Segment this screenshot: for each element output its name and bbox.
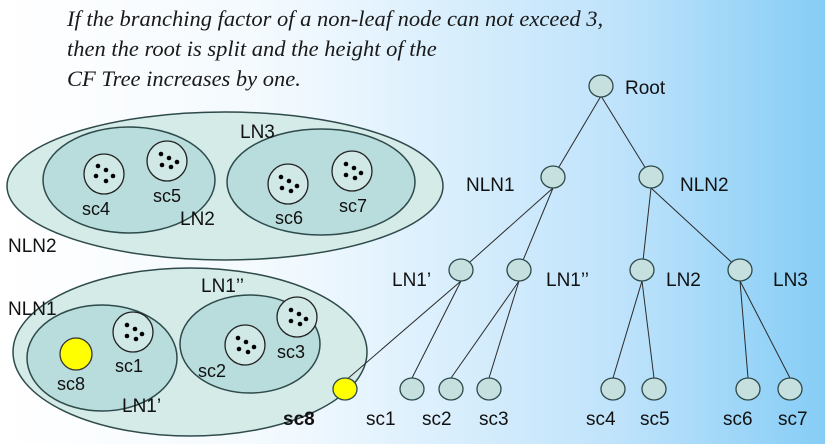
points: [124, 307, 309, 355]
tree-ln2-label: LN2: [666, 270, 701, 291]
ln1pp-label: LN1’’: [201, 276, 244, 297]
sc1-node: [399, 377, 425, 401]
ln3-node: [727, 258, 753, 282]
ln1p-label: LN1’: [122, 396, 161, 417]
tree-nln1-label: NLN1: [466, 175, 515, 196]
caption-line-3: CF Tree increases by one.: [67, 66, 301, 91]
sc6-node: [735, 377, 761, 401]
sc3-label: sc3: [277, 342, 305, 362]
sc8-label: sc8: [57, 374, 85, 394]
root-label: Root: [625, 78, 666, 99]
nln2-label: NLN2: [8, 236, 57, 257]
ln2-label: LN2: [180, 209, 215, 230]
nln2-region: LN3 LN2 sc4 sc5 sc6 sc7: [6, 111, 444, 261]
ln1pp-node: [506, 258, 532, 282]
ln3-label: LN3: [240, 122, 275, 143]
sc4-node: [600, 377, 626, 401]
leaf-sc3-label: sc3: [479, 409, 509, 430]
sc2-circle: [224, 324, 266, 366]
leaf-sc5-label: sc5: [640, 409, 670, 430]
ln2-node: [629, 258, 655, 282]
caption-line-1: If the branching factor of a non-leaf no…: [67, 6, 604, 31]
sc8-highlight-circle: [59, 337, 93, 371]
tree-nln2-label: NLN2: [680, 175, 729, 196]
leaf-sc4-label: sc4: [586, 409, 616, 430]
ln1p-node: [448, 258, 474, 282]
sc5-node: [641, 377, 667, 401]
sc1-circle: [112, 311, 154, 353]
sc1-label: sc1: [115, 356, 143, 376]
sc5-label: sc5: [153, 186, 181, 206]
tree-ln1p-label: LN1’: [392, 270, 431, 291]
tree-ln3-label: LN3: [773, 270, 808, 291]
sc5-circle: [146, 140, 188, 182]
tree-nodes: [332, 74, 803, 401]
sc6-circle: [267, 163, 309, 205]
leaf-sc2-label: sc2: [422, 409, 452, 430]
nln1-region: LN1’’ LN1’ sc1 sc2 sc3 sc8: [12, 267, 368, 437]
root-node: [588, 74, 614, 98]
sc7-circle: [331, 150, 373, 192]
nln1-node: [540, 165, 566, 189]
leaf-sc1-label: sc1: [366, 409, 396, 430]
sc7-label: sc7: [339, 196, 367, 216]
sc2-node: [438, 377, 464, 401]
tree-ln1pp-label: LN1’’: [546, 270, 589, 291]
sc6-label: sc6: [275, 208, 303, 228]
caption-line-2: then the root is split and the height of…: [67, 36, 437, 61]
leaf-sc7-label: sc7: [778, 409, 808, 430]
sc4-circle: [83, 153, 125, 195]
tree-edges: [344, 95, 791, 382]
sc7-node: [777, 377, 803, 401]
leaf-sc8-label: sc8: [283, 409, 315, 430]
caption: If the branching factor of a non-leaf no…: [67, 4, 603, 94]
ln3-ellipse: [226, 128, 416, 236]
nln2-node: [638, 165, 664, 189]
points: [93, 151, 364, 194]
nln1-label: NLN1: [8, 299, 57, 320]
sc3-node: [476, 377, 502, 401]
sc2-label: sc2: [198, 361, 226, 381]
leaf-sc6-label: sc6: [723, 409, 753, 430]
sc4-label: sc4: [82, 199, 110, 219]
sc3-circle: [276, 296, 318, 338]
sc8-node: [332, 377, 358, 401]
